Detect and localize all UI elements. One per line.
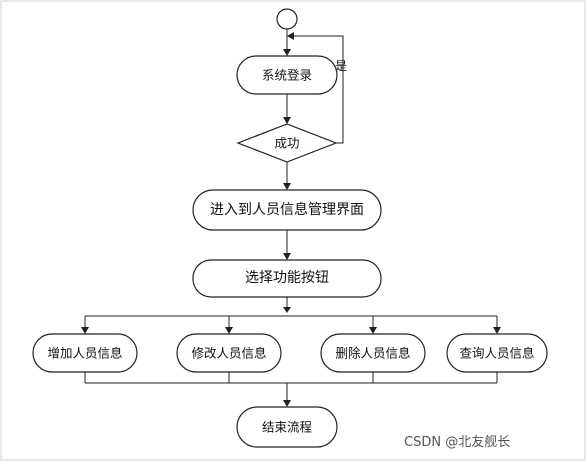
watermark: CSDN @北友舰长 bbox=[404, 435, 511, 450]
node-query-label: 查询人员信息 bbox=[459, 346, 534, 361]
edge-success-loop bbox=[294, 35, 344, 144]
arrowhead bbox=[493, 327, 501, 334]
node-query: 查询人员信息 bbox=[446, 333, 548, 373]
start-node bbox=[276, 8, 298, 30]
node-end: 结束流程 bbox=[236, 406, 338, 448]
arrowhead bbox=[225, 327, 233, 334]
arrowhead bbox=[81, 327, 89, 334]
arrowhead bbox=[283, 183, 291, 190]
node-select-label: 选择功能按钮 bbox=[245, 270, 329, 286]
node-delete-label: 删除人员信息 bbox=[335, 346, 410, 361]
node-select: 选择功能按钮 bbox=[192, 259, 382, 298]
node-delete: 删除人员信息 bbox=[320, 333, 426, 373]
node-enter: 进入到人员信息管理界面 bbox=[192, 189, 382, 231]
arrowhead bbox=[283, 400, 291, 407]
node-modify: 修改人员信息 bbox=[176, 333, 282, 373]
arrowhead bbox=[283, 49, 291, 56]
node-end-label: 结束流程 bbox=[262, 420, 313, 435]
edges bbox=[81, 29, 501, 407]
node-login: 系统登录 bbox=[236, 55, 338, 95]
node-add-label: 增加人员信息 bbox=[47, 346, 122, 361]
node-success-decision: 成功 bbox=[236, 123, 338, 163]
node-modify-label: 修改人员信息 bbox=[191, 346, 266, 361]
node-success-label: 成功 bbox=[274, 136, 299, 151]
arrowhead bbox=[283, 253, 291, 260]
node-add: 增加人员信息 bbox=[32, 333, 138, 373]
arrowhead bbox=[287, 32, 294, 40]
arrowhead bbox=[283, 117, 291, 124]
node-enter-label: 进入到人员信息管理界面 bbox=[210, 201, 364, 218]
arrowhead bbox=[369, 327, 377, 334]
edge-label-yes: 是 bbox=[335, 59, 347, 73]
arrowhead bbox=[283, 307, 291, 313]
node-login-label: 系统登录 bbox=[262, 68, 312, 83]
